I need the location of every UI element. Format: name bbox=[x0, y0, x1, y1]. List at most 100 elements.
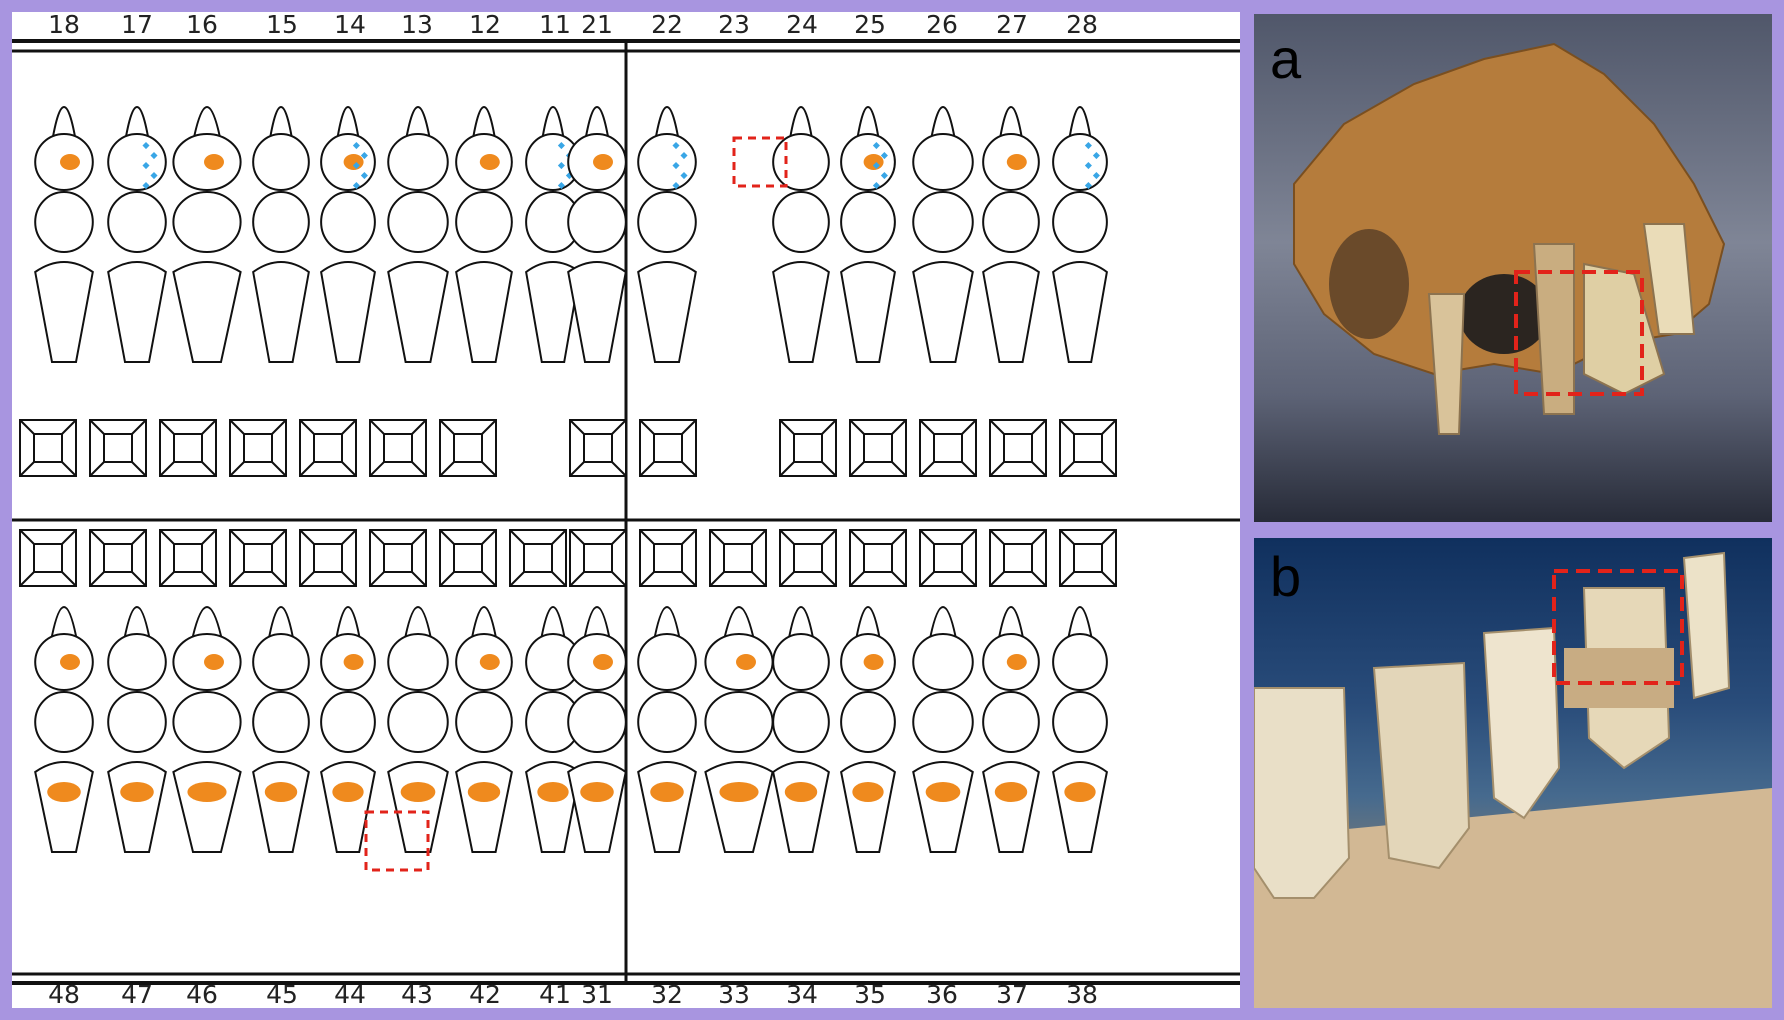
tooth-occlusal bbox=[982, 691, 1040, 753]
tooth-lingual bbox=[525, 261, 581, 363]
tooth-number-27: 27 bbox=[996, 10, 1028, 39]
caries-dot bbox=[872, 162, 880, 170]
tooth-14 bbox=[320, 106, 376, 363]
tooth-crown-buccal bbox=[107, 133, 167, 191]
tooth-crown-buccal bbox=[252, 133, 310, 191]
surface-box-21 bbox=[569, 419, 627, 477]
photo-mandible: b bbox=[1254, 538, 1772, 1008]
tooth-crown-4 bbox=[1642, 223, 1696, 335]
calculus-mark bbox=[467, 782, 501, 802]
tooth-lingual bbox=[637, 761, 697, 853]
tooth-number-28: 28 bbox=[1066, 10, 1098, 39]
tooth-occlusal bbox=[1052, 191, 1108, 253]
caries-dot bbox=[872, 182, 880, 190]
caries-dot bbox=[872, 142, 880, 150]
mandible-bone-shape bbox=[1254, 788, 1772, 1008]
surface-box-16 bbox=[159, 419, 217, 477]
tooth-crown-buccal bbox=[637, 633, 697, 691]
tooth-number-13: 13 bbox=[401, 10, 433, 39]
caries-dot bbox=[142, 141, 150, 150]
caries-dot bbox=[672, 142, 680, 150]
surface-box-46 bbox=[159, 529, 217, 587]
tooth-lingual bbox=[840, 261, 896, 363]
tooth-47 bbox=[107, 606, 167, 853]
tooth-crown-buccal bbox=[912, 633, 974, 691]
photo-label-b: b bbox=[1270, 545, 1302, 608]
tooth-number-32: 32 bbox=[651, 980, 683, 1009]
surface-box-18 bbox=[19, 419, 77, 477]
tooth-occlusal bbox=[252, 191, 310, 253]
tooth-number-44: 44 bbox=[334, 980, 366, 1009]
calculus-mark bbox=[736, 654, 756, 670]
tooth-crown-buccal bbox=[772, 133, 830, 191]
tooth-lingual bbox=[34, 261, 94, 363]
calculus-mark bbox=[479, 654, 500, 670]
tooth-lingual bbox=[34, 761, 94, 853]
highlight-box-a bbox=[1514, 270, 1644, 396]
caries-dot bbox=[352, 161, 360, 170]
highlight-box-b bbox=[1552, 569, 1684, 685]
tooth-number-34: 34 bbox=[786, 980, 818, 1009]
tooth-occlusal bbox=[772, 191, 830, 253]
tooth-occlusal bbox=[34, 691, 94, 753]
tooth-lingual bbox=[1052, 261, 1108, 363]
tooth-lingual bbox=[387, 261, 449, 363]
tooth-occlusal bbox=[172, 191, 242, 253]
tooth-number-35: 35 bbox=[854, 980, 886, 1009]
tooth-crown-buccal bbox=[1052, 633, 1108, 691]
tooth-occlusal bbox=[840, 191, 896, 253]
tooth-34 bbox=[772, 606, 830, 853]
caries-dot bbox=[142, 181, 150, 190]
tooth-number-25: 25 bbox=[854, 10, 886, 39]
tooth-17 bbox=[107, 106, 167, 363]
caries-dot bbox=[360, 152, 368, 160]
tooth-lingual bbox=[912, 261, 974, 363]
surface-box-15 bbox=[229, 419, 287, 477]
surface-box-43 bbox=[369, 529, 427, 587]
tooth-number-41: 41 bbox=[539, 980, 571, 1009]
surface-box-31 bbox=[569, 529, 627, 587]
tooth-occlusal bbox=[1052, 691, 1108, 753]
tooth-number-46: 46 bbox=[186, 980, 218, 1009]
tooth-number-14: 14 bbox=[334, 10, 366, 39]
tooth-45 bbox=[252, 606, 310, 853]
surface-box-44 bbox=[299, 529, 357, 587]
caries-dot bbox=[880, 151, 888, 160]
mandible-illustration bbox=[1254, 551, 1772, 1008]
tooth-crown-3 bbox=[1583, 262, 1666, 396]
tooth-lingual bbox=[772, 761, 830, 853]
tooth-occlusal bbox=[912, 691, 974, 753]
tooth-37 bbox=[982, 606, 1040, 853]
tooth-occlusal bbox=[912, 191, 974, 253]
calculus-mark bbox=[1006, 154, 1027, 170]
calculus-mark bbox=[580, 782, 614, 802]
tooth-33 bbox=[704, 606, 774, 853]
surface-box-26 bbox=[919, 419, 977, 477]
tooth-root-1 bbox=[1427, 293, 1466, 435]
caries-dot bbox=[672, 161, 680, 170]
tooth-46 bbox=[172, 606, 242, 853]
tooth-crown-buccal bbox=[772, 633, 830, 691]
tooth-44 bbox=[320, 606, 376, 853]
tooth-35 bbox=[840, 606, 896, 853]
surface-box-34 bbox=[779, 529, 837, 587]
tooth-number-26: 26 bbox=[926, 10, 958, 39]
calculus-mark bbox=[60, 154, 80, 170]
tooth-lingual bbox=[772, 261, 830, 363]
calculus-mark bbox=[204, 154, 224, 170]
calculus-mark bbox=[994, 782, 1028, 802]
tooth-lingual bbox=[387, 761, 449, 853]
calculus-mark bbox=[593, 154, 613, 170]
tooth-lingual bbox=[172, 761, 242, 853]
bone-cavity-right bbox=[1459, 274, 1549, 354]
caries-dot bbox=[557, 181, 565, 190]
tooth-occlusal bbox=[637, 691, 697, 753]
tooth-38 bbox=[1052, 606, 1108, 853]
caries-dot bbox=[360, 172, 368, 180]
surface-box-14 bbox=[299, 419, 357, 477]
calculus-mark bbox=[60, 654, 80, 670]
tooth-22 bbox=[637, 106, 697, 363]
calculus-mark bbox=[332, 782, 364, 802]
tooth-occlusal bbox=[840, 691, 896, 753]
tooth-occlusal bbox=[320, 691, 376, 753]
